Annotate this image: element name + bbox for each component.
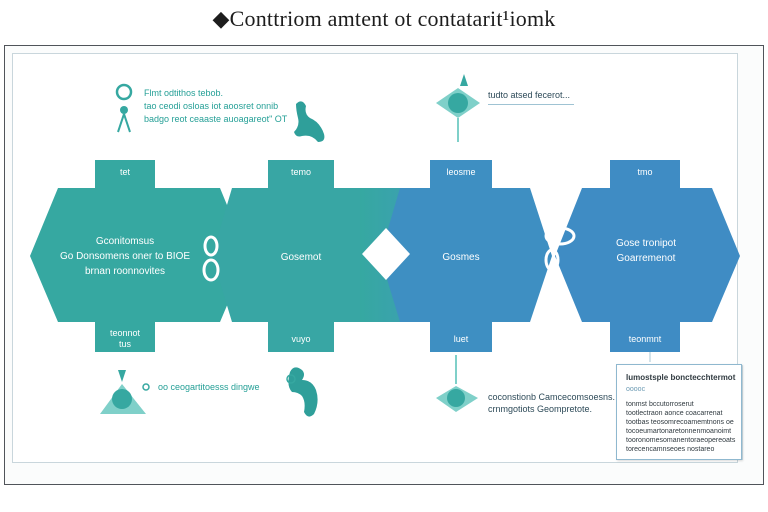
stage-3-shape[interactable] — [380, 160, 552, 352]
stage-3-tab-label: leosme — [446, 167, 476, 177]
legend-box: lumostsple bonctecchtermot ooooc tonmst … — [616, 364, 742, 460]
stage-2-shape[interactable] — [212, 160, 392, 352]
stage-3-bottom-label: luet — [453, 334, 469, 344]
stage-1-body-line: Gconitomsus — [95, 236, 155, 247]
callout-top-left-line: Flmt odtithos tebob. — [144, 88, 224, 98]
legend-line: tonmst bccutorroserut — [626, 401, 694, 408]
stage-1-bottom-label: tus — [118, 339, 131, 349]
callout-bottom-right-line: crnmgotiots Geompretote. — [488, 404, 593, 414]
callout-underline — [488, 104, 574, 105]
stage-2-tab-label: temo — [290, 167, 311, 177]
diamond-icon — [362, 228, 410, 280]
figure-icon — [286, 374, 296, 384]
stage-2-bottom-label: vuyo — [291, 334, 311, 344]
stage-1-tab-label: tet — [119, 167, 130, 177]
link-icon — [202, 235, 220, 282]
callout-bottom-right-line: coconstionb Camcecomsoesns. — [488, 392, 616, 402]
callout-top-left-line: tao ceodi osloas iot aoosret onnib — [144, 101, 279, 111]
callout-top-left-line: badgo reot ceaaste auoagareot" OT — [144, 114, 288, 124]
stage-1-shape[interactable] — [30, 160, 248, 352]
stage-1-body-line: brnan roonnovites — [84, 266, 166, 277]
target-icon — [436, 355, 478, 412]
stage-4-body-line: Goarremenot — [616, 253, 676, 264]
stage-4-tab-label: tmo — [637, 167, 653, 177]
stage-1-body-line: Go Donsomens oner to BIOE — [59, 251, 191, 262]
link-icon — [544, 226, 576, 272]
legend-subtitle: ooooc — [626, 386, 646, 393]
legend-line: tocoeumartonaretonnenmoanoimt — [626, 428, 732, 435]
stage-4-shape[interactable] — [555, 160, 740, 352]
callout-bottom-left-line: oo ceogartitoesss dingwe — [158, 382, 260, 392]
legend-line: torecencamnseoes nostareo — [626, 446, 715, 453]
stage-1-bottom-label: teonnot — [109, 328, 141, 338]
target-icon — [100, 370, 150, 414]
leader-line — [649, 352, 743, 460]
stage-4-body-line: Gose tronipot — [615, 238, 677, 249]
figure-icon — [294, 101, 325, 142]
stage-2-body-line: Gosemot — [280, 252, 322, 263]
pin-icon — [115, 83, 133, 133]
legend-title: lumostsple bonctecchtermot — [626, 373, 736, 382]
figure-icon — [288, 367, 318, 417]
callout-top-right-line: tudto atsed fecerot... — [488, 90, 571, 100]
legend-line: tootlectraon aonce coacarrenat — [626, 410, 723, 417]
stage-3-body-line: Gosmes — [442, 252, 480, 263]
target-icon — [436, 74, 480, 142]
legend-line: tootbas teosomrecoamemtnons oe — [626, 419, 734, 426]
page-title: ◆Conttriom amtent ot contatarit¹iomk — [212, 6, 556, 31]
legend-line: tooronomesomanentoraeopereoats — [626, 437, 736, 444]
stage-4-bottom-label: teonmnt — [628, 334, 662, 344]
